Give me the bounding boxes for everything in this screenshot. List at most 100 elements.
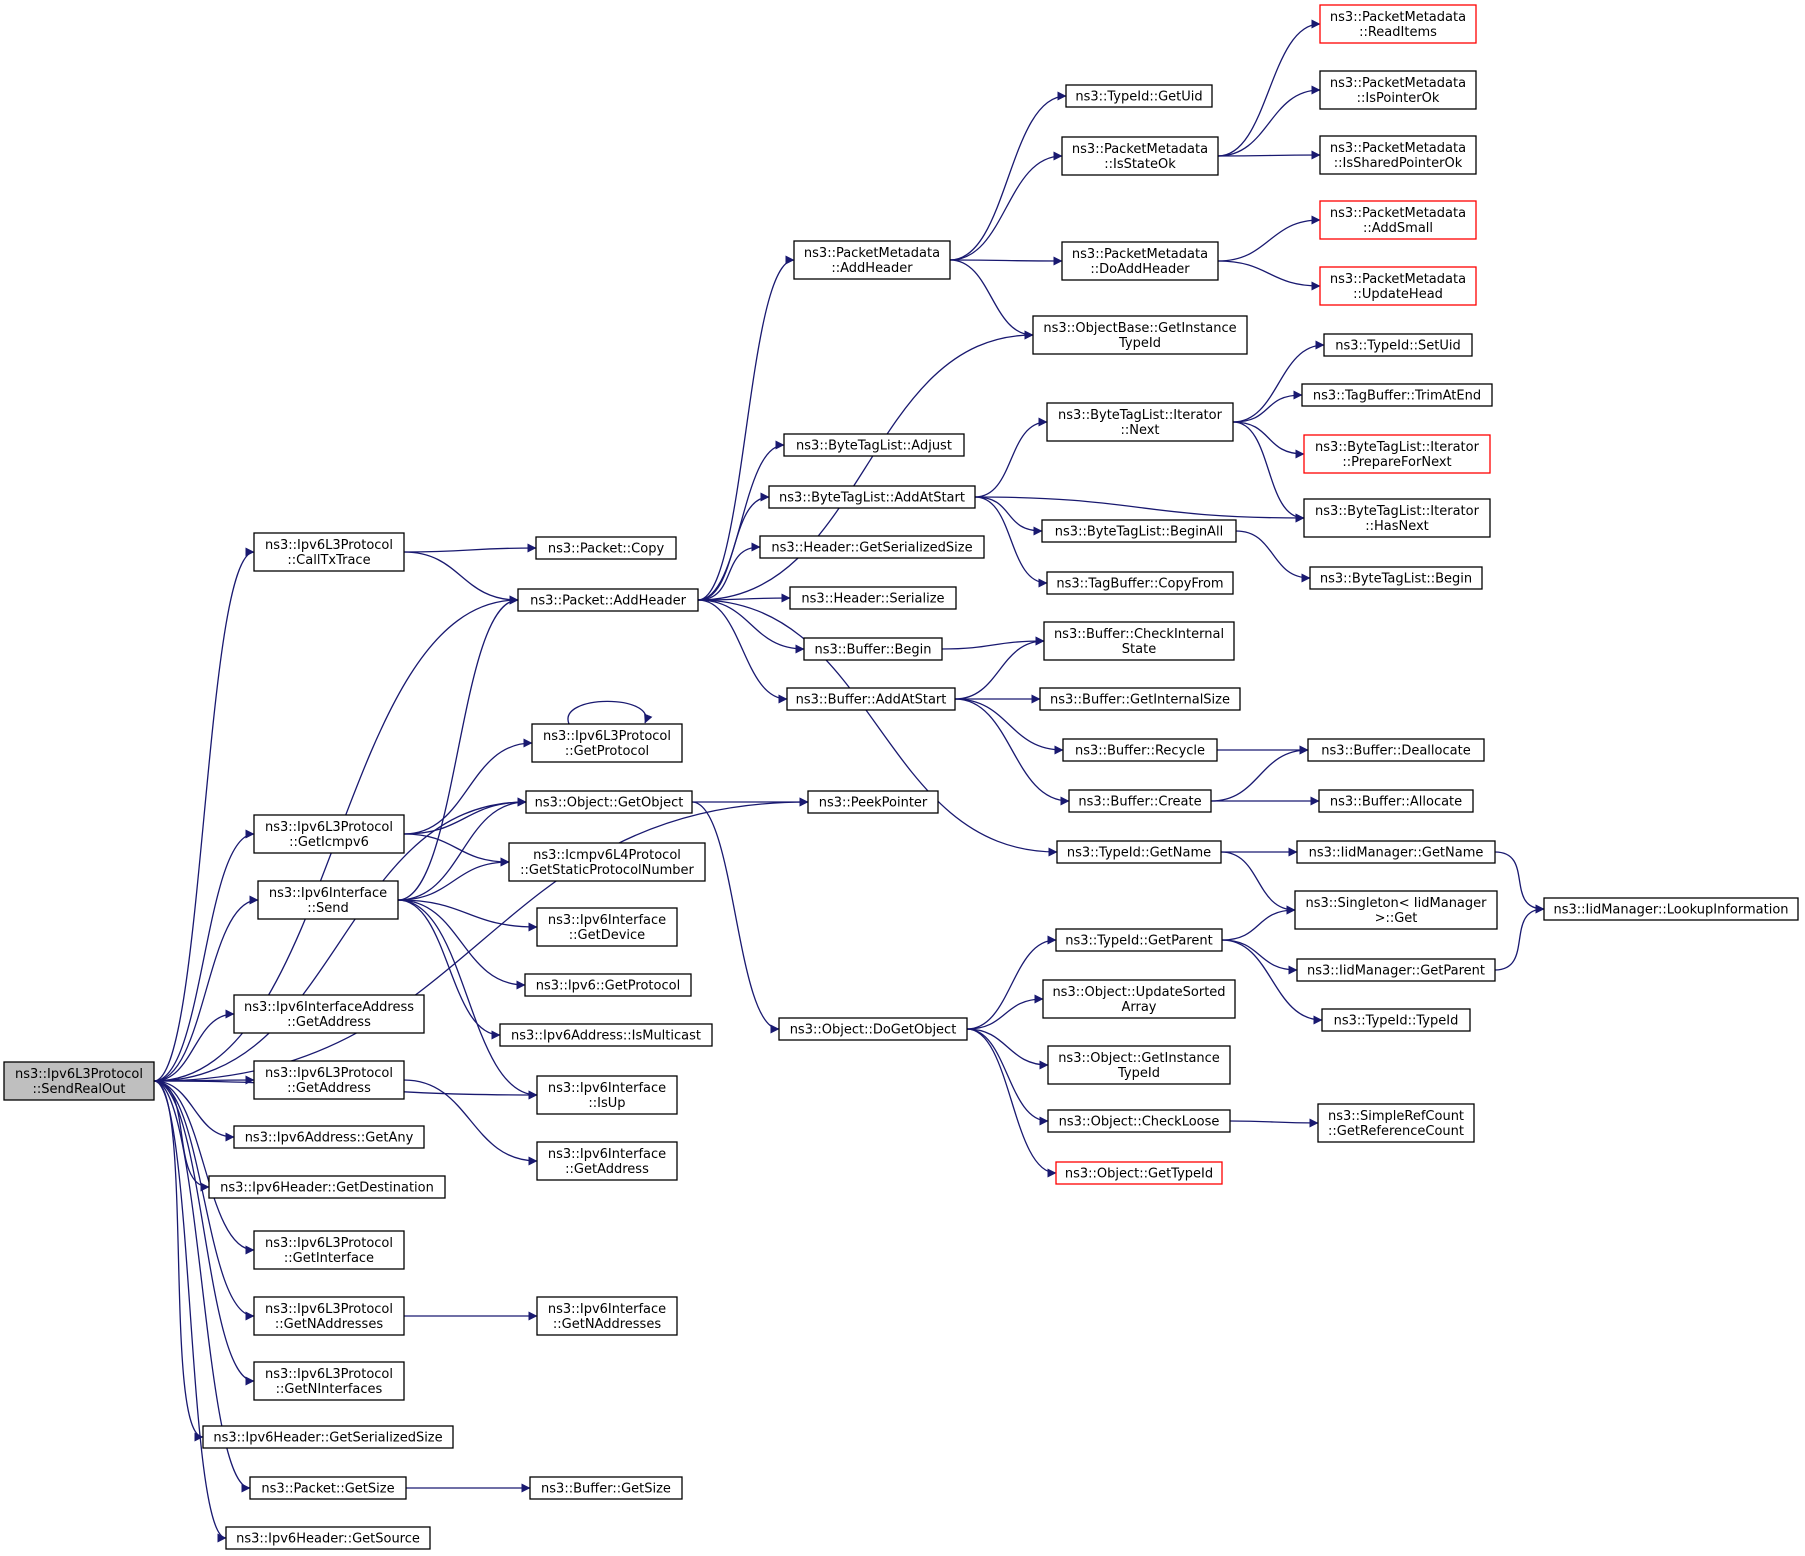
node-tag-buffer-trim-at-end[interactable]: ns3::TagBuffer::TrimAtEnd bbox=[1301, 383, 1493, 407]
node-label: ::GetNAddresses bbox=[553, 1317, 661, 1332]
node-iface-addr-get-address[interactable]: ns3::Ipv6InterfaceAddress::GetAddress bbox=[233, 994, 425, 1034]
node-label: ::GetReferenceCount bbox=[1328, 1124, 1464, 1139]
node-buffer-allocate[interactable]: ns3::Buffer::Allocate bbox=[1318, 789, 1474, 813]
node-label: ns3::IidManager::GetParent bbox=[1307, 964, 1485, 979]
node-object-get-object[interactable]: ns3::Object::GetObject bbox=[525, 790, 693, 814]
node-box bbox=[1055, 1161, 1223, 1185]
node-call-tx-trace[interactable]: ns3::Ipv6L3Protocol::CallTxTrace bbox=[253, 532, 405, 572]
node-icmp-static[interactable]: ns3::Icmpv6L4Protocol::GetStaticProtocol… bbox=[508, 842, 706, 882]
node-iid-lookup[interactable]: ns3::IidManager::LookupInformation bbox=[1543, 897, 1799, 921]
node-peek-pointer[interactable]: ns3::PeekPointer bbox=[807, 790, 939, 814]
node-iface-send[interactable]: ns3::Ipv6Interface::Send bbox=[257, 880, 399, 920]
node-obj-get-type-id[interactable]: ns3::Object::GetTypeId bbox=[1055, 1161, 1223, 1185]
node-box bbox=[789, 586, 957, 610]
node-box bbox=[1065, 84, 1213, 108]
edge-buffer-add-at-start-to-buffer-create bbox=[954, 698, 1070, 806]
node-buffer-add-at-start[interactable]: ns3::Buffer::AddAtStart bbox=[786, 687, 956, 711]
node-get-protocol[interactable]: ns3::Ipv6L3Protocol::GetProtocol bbox=[531, 723, 683, 763]
node-pm-update-head[interactable]: ns3::PacketMetadata::UpdateHead bbox=[1319, 266, 1477, 306]
node-packet-get-size[interactable]: ns3::Packet::GetSize bbox=[249, 1476, 407, 1500]
node-l3-get-address[interactable]: ns3::Ipv6L3Protocol::GetAddress bbox=[253, 1060, 405, 1100]
edge-root-to-call-tx-trace bbox=[153, 547, 255, 1082]
node-hdr-get-source[interactable]: ns3::Ipv6Header::GetSource bbox=[225, 1526, 431, 1550]
node-addr-get-any[interactable]: ns3::Ipv6Address::GetAny bbox=[233, 1125, 425, 1149]
node-btl-iter-next[interactable]: ns3::ByteTagList::Iterator::Next bbox=[1046, 402, 1234, 442]
node-type-id-type-id[interactable]: ns3::TypeId::TypeId bbox=[1321, 1008, 1471, 1032]
node-label: ns3::TypeId::TypeId bbox=[1334, 1014, 1459, 1029]
node-ipv6-is-multicast[interactable]: ns3::Ipv6Address::IsMulticast bbox=[499, 1023, 713, 1047]
edge-buffer-begin-to-buffer-check-internal-state bbox=[941, 636, 1045, 650]
node-iid-get-name[interactable]: ns3::IidManager::GetName bbox=[1296, 840, 1496, 864]
node-l3-get-interface[interactable]: ns3::Ipv6L3Protocol::GetInterface bbox=[253, 1230, 405, 1270]
edge-btl-begin-all-to-btl-begin bbox=[1235, 530, 1311, 583]
node-hdr-get-destination[interactable]: ns3::Ipv6Header::GetDestination bbox=[208, 1175, 446, 1199]
node-type-id-get-parent[interactable]: ns3::TypeId::GetParent bbox=[1055, 928, 1223, 952]
node-hdr-get-serialized-size[interactable]: ns3::Ipv6Header::GetSerializedSize bbox=[202, 1425, 454, 1449]
node-pm-add-small[interactable]: ns3::PacketMetadata::AddSmall bbox=[1319, 200, 1477, 240]
node-btl-begin[interactable]: ns3::ByteTagList::Begin bbox=[1309, 566, 1483, 590]
node-type-id-get-uid[interactable]: ns3::TypeId::GetUid bbox=[1065, 84, 1213, 108]
node-box bbox=[1296, 958, 1496, 982]
node-get-icmpv6[interactable]: ns3::Ipv6L3Protocol::GetIcmpv6 bbox=[253, 814, 405, 854]
node-pm-do-add-header[interactable]: ns3::PacketMetadata::DoAddHeader bbox=[1061, 241, 1219, 281]
node-obj-check-loose[interactable]: ns3::Object::CheckLoose bbox=[1047, 1109, 1231, 1133]
node-label: ::GetInterface bbox=[284, 1251, 374, 1266]
node-obj-do-get-object[interactable]: ns3::Object::DoGetObject bbox=[778, 1017, 968, 1041]
node-label: ns3::TypeId::GetName bbox=[1067, 846, 1211, 861]
node-buffer-deallocate[interactable]: ns3::Buffer::Deallocate bbox=[1307, 738, 1485, 762]
edge-packet-add-header-to-type-id-get-name bbox=[697, 599, 1058, 857]
edge-buffer-create-to-buffer-deallocate bbox=[1210, 745, 1309, 802]
node-btl-iter-has-next[interactable]: ns3::ByteTagList::Iterator::HasNext bbox=[1303, 498, 1491, 538]
node-packet-copy[interactable]: ns3::Packet::Copy bbox=[535, 536, 677, 560]
edge-btl-iter-next-to-type-id-set-uid bbox=[1232, 340, 1325, 423]
node-simple-ref-count[interactable]: ns3::SimpleRefCount::GetReferenceCount bbox=[1317, 1103, 1475, 1143]
node-pm-add-header[interactable]: ns3::PacketMetadata::AddHeader bbox=[793, 240, 951, 280]
node-type-id-set-uid[interactable]: ns3::TypeId::SetUid bbox=[1323, 333, 1473, 357]
node-l3-get-naddresses[interactable]: ns3::Ipv6L3Protocol::GetNAddresses bbox=[253, 1296, 405, 1336]
node-iface-get-address[interactable]: ns3::Ipv6Interface::GetAddress bbox=[536, 1141, 678, 1181]
node-pm-is-pointer-ok[interactable]: ns3::PacketMetadata::IsPointerOk bbox=[1319, 70, 1477, 110]
node-pm-read-items[interactable]: ns3::PacketMetadata::ReadItems bbox=[1319, 4, 1477, 44]
edge-btl-add-at-start-to-btl-iter-next bbox=[974, 417, 1048, 498]
node-buffer-get-size[interactable]: ns3::Buffer::GetSize bbox=[529, 1476, 683, 1500]
node-l3-get-ninterfaces[interactable]: ns3::Ipv6L3Protocol::GetNInterfaces bbox=[253, 1361, 405, 1401]
node-iid-get-parent[interactable]: ns3::IidManager::GetParent bbox=[1296, 958, 1496, 982]
node-iface-is-up[interactable]: ns3::Ipv6Interface::IsUp bbox=[536, 1075, 678, 1115]
edge-btl-iter-next-to-tag-buffer-trim-at-end bbox=[1232, 390, 1303, 423]
node-label: ::PrepareForNext bbox=[1342, 455, 1451, 470]
edge-btl-add-at-start-to-tag-buffer-copy-from bbox=[974, 496, 1048, 588]
node-pm-is-shared-pointer-ok[interactable]: ns3::PacketMetadata::IsSharedPointerOk bbox=[1319, 135, 1477, 175]
node-label: ::DoAddHeader bbox=[1090, 262, 1190, 277]
node-type-id-get-name[interactable]: ns3::TypeId::GetName bbox=[1056, 840, 1222, 864]
node-iface-get-device[interactable]: ns3::Ipv6Interface::GetDevice bbox=[536, 907, 678, 947]
node-buffer-get-internal-size[interactable]: ns3::Buffer::GetInternalSize bbox=[1039, 687, 1241, 711]
node-tag-buffer-copy-from[interactable]: ns3::TagBuffer::CopyFrom bbox=[1046, 571, 1234, 595]
node-header-serialize[interactable]: ns3::Header::Serialize bbox=[789, 586, 957, 610]
node-label: ns3::TagBuffer::CopyFrom bbox=[1056, 577, 1223, 592]
node-box bbox=[1062, 738, 1218, 762]
node-ipv6-get-protocol[interactable]: ns3::Ipv6::GetProtocol bbox=[524, 973, 692, 997]
node-iface-get-naddresses[interactable]: ns3::Ipv6Interface::GetNAddresses bbox=[536, 1296, 678, 1336]
node-label: ns3::Buffer::Deallocate bbox=[1321, 744, 1470, 759]
node-buffer-begin[interactable]: ns3::Buffer::Begin bbox=[803, 637, 943, 661]
node-btl-iter-prepare-for-next[interactable]: ns3::ByteTagList::Iterator::PrepareForNe… bbox=[1303, 434, 1491, 474]
node-btl-begin-all[interactable]: ns3::ByteTagList::BeginAll bbox=[1041, 519, 1237, 543]
node-box bbox=[233, 994, 425, 1034]
edge-type-id-get-parent-to-singleton-get bbox=[1221, 905, 1296, 941]
node-header-get-serialized-size[interactable]: ns3::Header::GetSerializedSize bbox=[759, 535, 985, 559]
node-buffer-recycle[interactable]: ns3::Buffer::Recycle bbox=[1062, 738, 1218, 762]
node-label: ns3::TypeId::GetParent bbox=[1065, 934, 1213, 949]
node-btl-adjust[interactable]: ns3::ByteTagList::Adjust bbox=[783, 433, 965, 457]
node-singleton-get[interactable]: ns3::Singleton< IidManager>::Get bbox=[1294, 890, 1498, 930]
node-label: ns3::ByteTagList::Iterator bbox=[1315, 504, 1480, 519]
node-buffer-create[interactable]: ns3::Buffer::Create bbox=[1068, 789, 1212, 813]
node-root[interactable]: ns3::Ipv6L3Protocol::SendRealOut bbox=[3, 1061, 155, 1101]
node-packet-add-header[interactable]: ns3::Packet::AddHeader bbox=[517, 588, 699, 612]
node-pm-is-state-ok[interactable]: ns3::PacketMetadata::IsStateOk bbox=[1061, 136, 1219, 176]
node-label: ns3::Ipv6L3Protocol bbox=[543, 729, 671, 744]
node-btl-add-at-start[interactable]: ns3::ByteTagList::AddAtStart bbox=[768, 485, 976, 509]
